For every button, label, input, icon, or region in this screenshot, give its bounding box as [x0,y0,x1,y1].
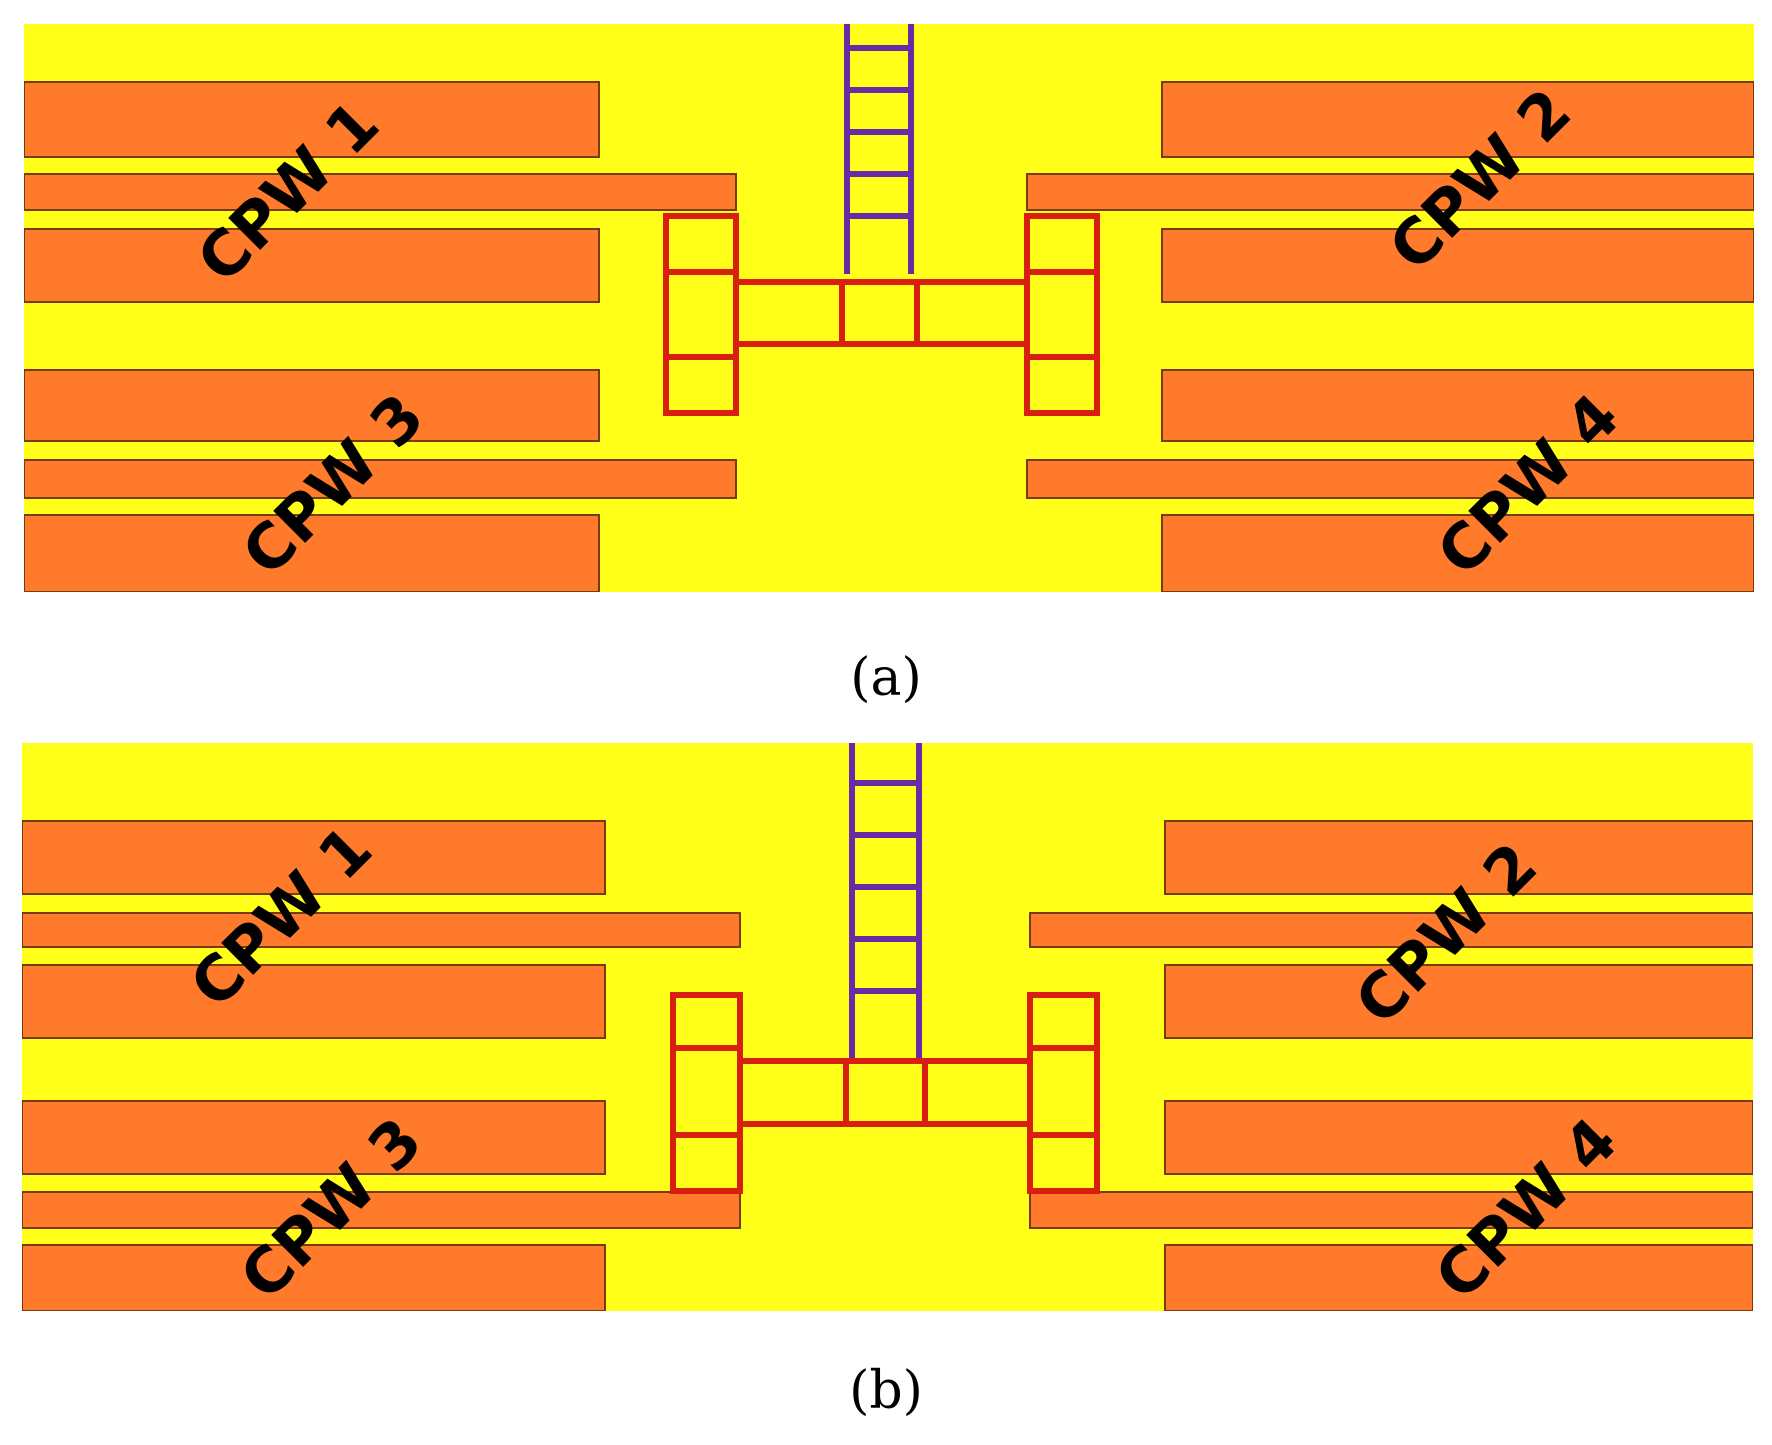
cpw1-ground-upper [22,820,606,895]
cpw2-center-line [1026,173,1754,211]
cpw4-ground-upper [1161,369,1754,442]
panel-a-caption: (a) [850,648,922,708]
panel-a-diagram: CPW 1 CPW 2 CPW 3 CPW 4 [24,24,1754,592]
cpw4-ground-lower [1164,1244,1753,1311]
cpw3-ground-upper [24,369,600,442]
cpw4-ground-upper [1164,1100,1753,1175]
cpw2-center-line [1029,912,1753,948]
cpw3-ground-upper [22,1100,606,1175]
cpw3-center-line [24,459,737,499]
cpw1-ground-lower [24,228,600,303]
cpw4-center-line [1026,459,1754,499]
panel-b-caption: (b) [849,1361,923,1421]
cpw2-ground-lower [1164,964,1753,1039]
cpw3-center-line [22,1191,741,1229]
cpw4-center-line [1029,1191,1753,1229]
switch-network [670,992,1100,1194]
feed-ladder [844,24,914,274]
feed-ladder [849,743,922,1061]
cpw3-ground-lower [22,1244,606,1311]
cpw1-ground-lower [22,964,606,1039]
cpw1-ground-upper [24,81,600,158]
cpw2-ground-upper [1164,820,1753,895]
cpw2-ground-upper [1161,81,1754,158]
panel-b-diagram: CPW 1 CPW 2 CPW 3 CPW 4 [22,743,1753,1311]
cpw1-center-line [24,173,737,211]
switch-network [663,213,1100,416]
cpw2-ground-lower [1161,228,1754,303]
cpw3-ground-lower [24,514,600,592]
cpw1-center-line [22,912,741,948]
cpw4-ground-lower [1161,514,1754,592]
